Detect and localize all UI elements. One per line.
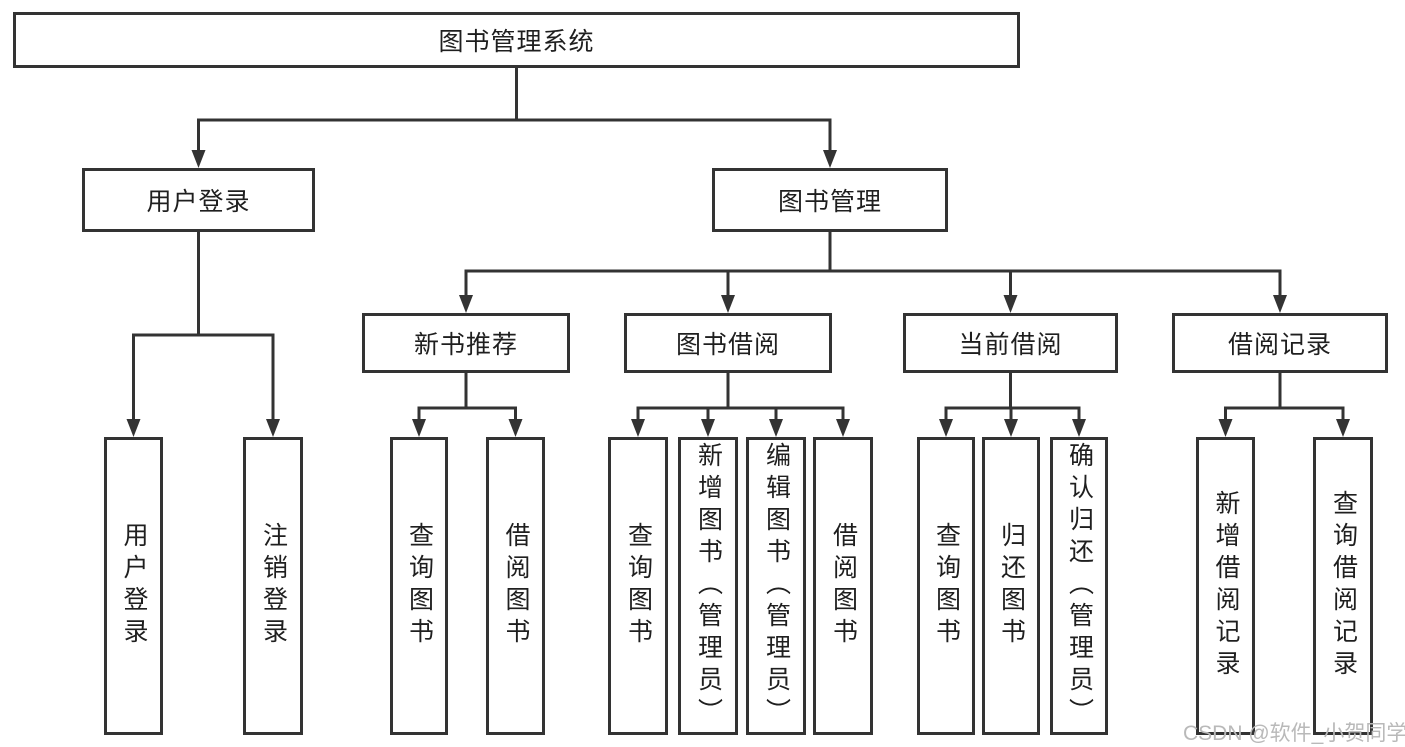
leaf-label: 借阅图书 [502,522,530,650]
leaf-label: 查询图书 [932,522,961,650]
node-label: 图书管理 [777,188,882,216]
leaf-query-borrow-record: 查询借阅记录 [1313,437,1373,735]
node-book-borrowing: 图书借阅 [624,313,832,373]
node-borrowing-records: 借阅记录 [1172,313,1388,373]
leaf-label: 查询图书 [624,522,653,650]
leaf-return-books: 归还图书 [982,437,1040,735]
node-book-management: 图书管理 [712,168,948,232]
leaf-edit-books-admin: 编辑图书（管理员） [746,437,806,735]
leaf-label: 新增图书（管理员） [694,442,723,730]
leaf-user-login: 用户登录 [104,437,163,735]
leaf-label: 借阅图书 [829,522,858,650]
watermark: CSDN @软件_小贺同学 [1183,722,1405,745]
leaf-label: 注销登录 [259,522,288,650]
leaf-label: 新增借阅记录 [1212,490,1240,682]
leaf-label: 编辑图书（管理员） [762,442,791,730]
leaf-borrow-books-recommendation: 借阅图书 [486,437,545,735]
leaf-label: 查询借阅记录 [1329,490,1358,682]
leaf-label: 确认归还（管理员） [1065,442,1094,730]
leaf-logout: 注销登录 [243,437,303,735]
node-label: 借阅记录 [1227,331,1332,359]
leaf-borrow-books-borrowing: 借阅图书 [813,437,873,735]
leaf-label: 归还图书 [997,522,1026,650]
node-label: 图书管理系统 [438,28,595,56]
node-new-book-recommendation: 新书推荐 [362,313,570,373]
node-book-management-system: 图书管理系统 [13,12,1020,68]
leaf-confirm-return-admin: 确认归还（管理员） [1050,437,1108,735]
node-label: 当前借阅 [958,331,1063,359]
leaf-add-borrow-record: 新增借阅记录 [1196,437,1255,735]
node-user-login: 用户登录 [82,168,315,232]
node-current-borrowing: 当前借阅 [903,313,1118,373]
leaf-label: 用户登录 [120,522,148,650]
leaf-query-books-borrowing: 查询图书 [608,437,668,735]
leaf-label: 查询图书 [405,522,434,650]
leaf-query-books-current: 查询图书 [917,437,975,735]
node-label: 图书借阅 [675,331,780,359]
leaf-add-books-admin: 新增图书（管理员） [678,437,738,735]
node-label: 用户登录 [146,188,251,216]
node-label: 新书推荐 [413,331,518,359]
leaf-query-books-recommendation: 查询图书 [390,437,448,735]
